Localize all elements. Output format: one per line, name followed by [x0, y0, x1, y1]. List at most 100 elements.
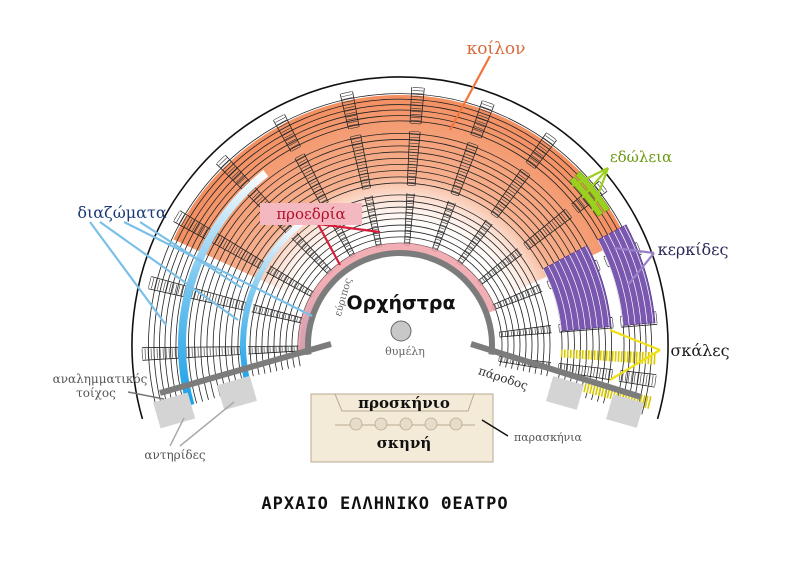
aisle-step [165, 282, 169, 292]
aisle-step [358, 166, 367, 170]
aisle-edge [477, 248, 518, 282]
aisle-step [235, 175, 244, 183]
aisle-step [463, 252, 468, 257]
skene-building [310, 393, 494, 463]
skala-step [596, 350, 599, 361]
retaining-walls [159, 341, 642, 400]
aisle-step [291, 146, 301, 152]
aisle-step [225, 241, 231, 250]
aisle-step [645, 374, 648, 385]
aisle-step [258, 306, 261, 313]
aisle-step [320, 262, 325, 267]
paraskinia-leader [481, 419, 509, 437]
aisle-step [541, 140, 551, 147]
aisle-step [369, 214, 376, 216]
aisle-step [530, 288, 534, 295]
diazomata-leader-3 [123, 221, 313, 317]
aisle-step [479, 279, 483, 284]
aisle-step [446, 207, 453, 211]
aisle-edge [352, 91, 360, 127]
skala-step [589, 384, 593, 394]
aisle-step [361, 178, 369, 181]
aisle-step [549, 326, 551, 333]
diazomata-leader-4 [139, 221, 243, 289]
skala-step [611, 350, 614, 362]
aisle-step [654, 375, 657, 387]
aisle-step [227, 166, 236, 174]
aisle-step [410, 122, 421, 125]
aisle-step [264, 308, 267, 315]
left-retaining-wall [159, 341, 332, 396]
aisle-step [480, 109, 491, 114]
aisle-edge [291, 237, 330, 276]
aisle-step [510, 297, 514, 303]
aisle-step [367, 205, 374, 208]
aisle-edge [296, 232, 333, 272]
aisle-step [527, 290, 531, 296]
aisle-step [320, 199, 327, 203]
aisle-step [229, 168, 238, 177]
aisle-edge [186, 354, 241, 359]
aisle-step [153, 278, 158, 290]
aisle-step [247, 187, 255, 195]
antirides-label: αντηρίδες [144, 448, 205, 462]
aisle-step [468, 142, 478, 146]
aisle-step [322, 264, 327, 269]
aisle-step [254, 258, 259, 266]
aisle-edge [480, 104, 495, 139]
aisle-step [572, 365, 575, 374]
aisle-step [504, 357, 506, 362]
aisle-step [519, 329, 521, 335]
aisle-step [181, 215, 188, 226]
aisle-step [533, 236, 538, 243]
aisle-step [409, 139, 419, 142]
aisle-step [624, 371, 627, 382]
kerkides-leader-2 [627, 252, 655, 286]
thymeli-label: θυμέλη [385, 345, 425, 358]
aisle-edge [499, 332, 552, 338]
aisle-step [584, 367, 586, 375]
aisle-step [363, 187, 371, 190]
aisle-step [619, 317, 622, 327]
aisle-step [308, 177, 316, 183]
aisle-step [543, 326, 545, 333]
aisle-step [293, 282, 297, 287]
aisle-step [596, 260, 601, 270]
aisle-step [534, 327, 536, 334]
aisle-step [375, 240, 381, 243]
aisle-step [558, 215, 565, 223]
aisle-step [285, 135, 295, 142]
seat-row [255, 200, 545, 375]
aisle-step [352, 140, 362, 143]
aisle-step [410, 130, 420, 133]
proedria-label-bg [260, 203, 362, 225]
aisle-step [504, 193, 512, 199]
aisle-step [173, 211, 180, 221]
aisle-step [491, 270, 495, 275]
aisle-step [523, 243, 529, 250]
aisle-step [540, 327, 542, 334]
aisle-step [298, 159, 307, 164]
skales-label: σκάλες [670, 341, 729, 360]
aisle-step [455, 181, 463, 185]
aisle-edge [248, 345, 301, 347]
aisle-step [590, 367, 592, 376]
aisle-edge [523, 208, 566, 244]
aisle-step [463, 159, 471, 163]
aisle-edge [456, 219, 487, 263]
aisle-step [605, 369, 607, 379]
aisle-step [468, 245, 474, 249]
aisle-step [231, 170, 240, 179]
aisle-step [304, 169, 312, 175]
aisle-step [476, 120, 486, 125]
aisle-step [313, 256, 318, 260]
aisle-step [360, 175, 368, 178]
aisle-step [258, 198, 265, 205]
aisle-step [528, 239, 534, 246]
aisle-step [461, 164, 469, 169]
aisle-step [448, 201, 455, 205]
aisle-step [234, 300, 238, 308]
aisle-step [275, 117, 286, 123]
aisle-step [214, 235, 220, 244]
